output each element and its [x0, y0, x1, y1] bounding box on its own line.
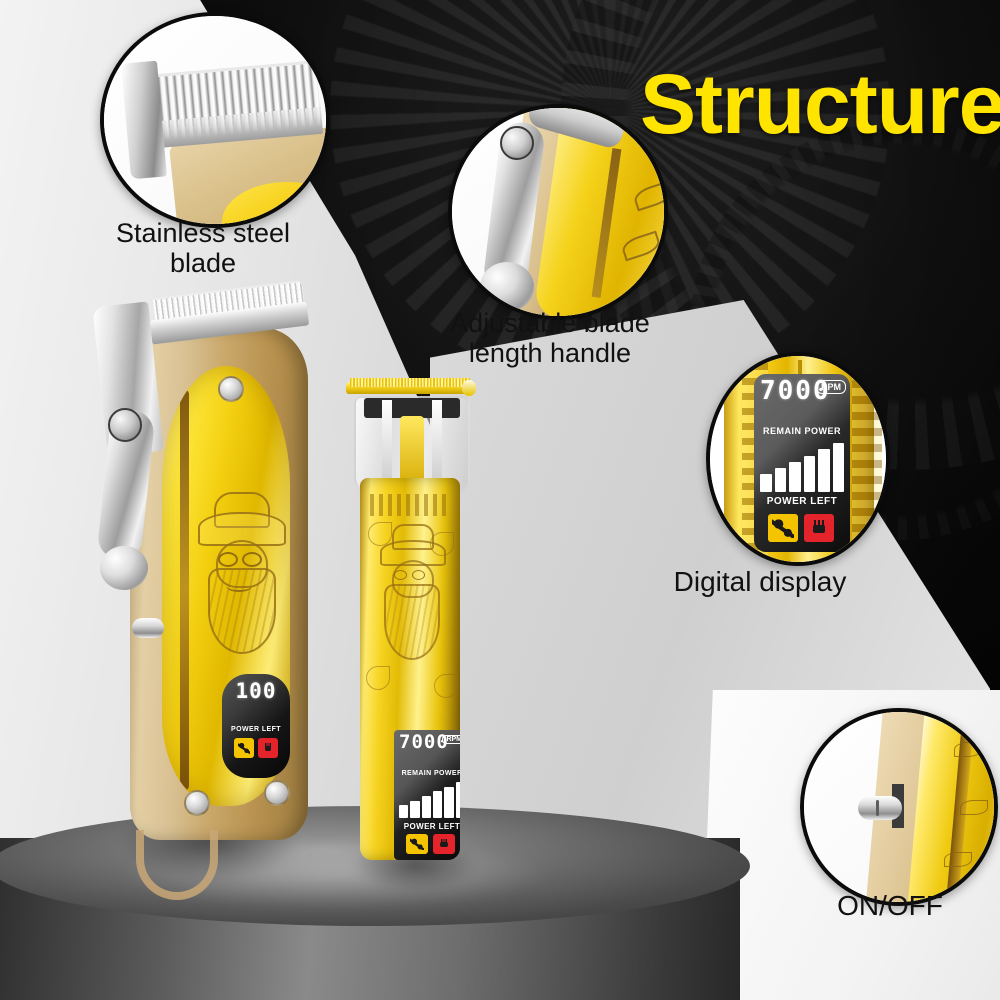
- callout-display-image: 7000 RPM REMAIN POWER POWER LEFT: [710, 356, 886, 562]
- trimmer-head-strut-left: [382, 400, 392, 492]
- trimmer-engraving-beard: [384, 584, 440, 660]
- display-closeup-engraving-right: [852, 356, 882, 562]
- trimmer-lcd-rpm-value: 7000: [399, 731, 449, 753]
- handle-closeup-pivot-screw: [500, 126, 534, 160]
- clipper-screw-bottom-right: [264, 780, 290, 806]
- label-line-1: Adjustable blade: [450, 308, 650, 338]
- power-plug-icon: [437, 838, 451, 850]
- callout-onoff-image: [804, 712, 994, 902]
- trimmer-swirl-4: [434, 674, 458, 698]
- trimmer-engraving-hat-crown: [392, 524, 434, 550]
- trimmer-lcd-power-left-label: POWER LEFT: [403, 822, 460, 831]
- clipper-icon-tile: [768, 514, 798, 542]
- trimmer-ornament-band: [370, 494, 450, 516]
- clipper-icon-tile: [234, 738, 254, 758]
- engraving-glasses-left: [218, 552, 238, 567]
- clipper-icon: [238, 742, 250, 754]
- trimmer-engraving-eye-left: [394, 570, 407, 580]
- clipper-lever-pivot-screw: [108, 408, 142, 442]
- trimmer-lcd-power-bars: [399, 780, 460, 818]
- clipper-lcd-display: 100 POWER LEFT: [222, 674, 290, 778]
- display-closeup-top-pin: [798, 360, 802, 374]
- power-plug-icon: [262, 742, 274, 754]
- label-line-1: Digital display: [673, 566, 847, 597]
- callout-on-off: [800, 708, 998, 906]
- trimmer-body: 7000 RPM REMAIN POWER POWER LEFT: [360, 478, 460, 860]
- onoff-closeup-power-switch[interactable]: [858, 796, 902, 820]
- clipper-power-switch[interactable]: [132, 618, 164, 638]
- clipper-lever-knob[interactable]: [100, 546, 148, 590]
- clipper-engraving-vine: [180, 390, 189, 790]
- engraving-mouth: [226, 580, 252, 592]
- trimmer-blade-teeth: [350, 378, 470, 387]
- trimmer-engraved-bearded-man: [376, 524, 446, 710]
- clipper-lcd-power-left-label: POWER LEFT: [231, 726, 281, 733]
- lcd-power-left-label: POWER LEFT: [766, 496, 838, 507]
- callout-stainless-steel-blade: [100, 12, 330, 228]
- clipper-icon-tile: [406, 834, 428, 854]
- callout-label-adjustable-blade-length-handle: Adjustable blade length handle: [400, 308, 700, 368]
- clipper-icon: [410, 838, 424, 850]
- callout-adjustable-blade-length-handle: [448, 104, 668, 320]
- onoff-closeup-leaf-1: [954, 742, 982, 757]
- trimmer-swirl-3: [366, 666, 390, 690]
- trimmer-blade-cap: [462, 380, 476, 396]
- trimmer-t-blade: [346, 376, 476, 402]
- clipper-screw-bottom-left: [184, 790, 210, 816]
- engraving-beard: [208, 568, 276, 654]
- callout-label-stainless-steel-blade: Stainless steel blade: [48, 218, 358, 278]
- trimmer-lcd-rpm-unit: RPM: [442, 735, 460, 744]
- handle-closeup-lever-knob[interactable]: [480, 262, 534, 312]
- label-line-1: ON/OFF: [837, 890, 943, 921]
- display-closeup-lcd: 7000 RPM REMAIN POWER POWER LEFT: [754, 374, 850, 552]
- clipper-icon: [772, 518, 794, 538]
- engraving-glasses-right: [242, 552, 262, 567]
- label-line-2: blade: [169, 248, 237, 279]
- callout-blade-image: [104, 16, 326, 224]
- trimmer-swirl-1: [368, 522, 392, 546]
- lcd-tiles: [768, 514, 834, 542]
- lcd-remain-power-label: REMAIN POWER: [763, 426, 841, 436]
- product-gold-t-blade-trimmer: 7000 RPM REMAIN POWER POWER LEFT: [338, 372, 490, 892]
- onoff-closeup-leaf-2: [960, 800, 988, 815]
- trimmer-lcd-display: 7000 RPM REMAIN POWER POWER LEFT: [394, 730, 460, 860]
- clipper-screw-top: [218, 376, 244, 402]
- engraving-hat-crown: [214, 492, 270, 528]
- label-line-1: Stainless steel: [115, 218, 291, 248]
- callout-label-on-off: ON/OFF: [790, 890, 990, 921]
- page-title: Structure: [640, 57, 1000, 151]
- product-gold-hair-clipper: 100 POWER LEFT: [92, 279, 328, 900]
- onoff-closeup-leaf-3: [944, 852, 972, 867]
- trimmer-lcd-remain-power-label: REMAIN POWER: [401, 770, 460, 777]
- trimmer-head-strut-right: [432, 400, 442, 492]
- trimmer-engraving-eye-right: [412, 570, 425, 580]
- lcd-rpm-unit: RPM: [816, 380, 846, 394]
- clipper-hanging-hook: [136, 830, 218, 900]
- power-plug-icon: [808, 518, 830, 538]
- power-plug-tile: [433, 834, 455, 854]
- lcd-power-bars: [760, 440, 844, 492]
- power-plug-tile: [258, 738, 278, 758]
- trimmer-head-dark-band: [364, 398, 460, 418]
- power-plug-tile: [804, 514, 834, 542]
- callout-handle-image: [452, 108, 664, 316]
- callout-label-digital-display: Digital display: [630, 566, 890, 597]
- clipper-engraved-bearded-man: [196, 492, 286, 656]
- callout-digital-display: 7000 RPM REMAIN POWER POWER LEFT: [706, 352, 890, 566]
- label-line-2: length handle: [468, 338, 632, 369]
- clipper-lcd-power-value: 100: [235, 679, 277, 703]
- clipper-lcd-tiles: [234, 738, 278, 758]
- trimmer-lcd-tiles: [406, 834, 455, 854]
